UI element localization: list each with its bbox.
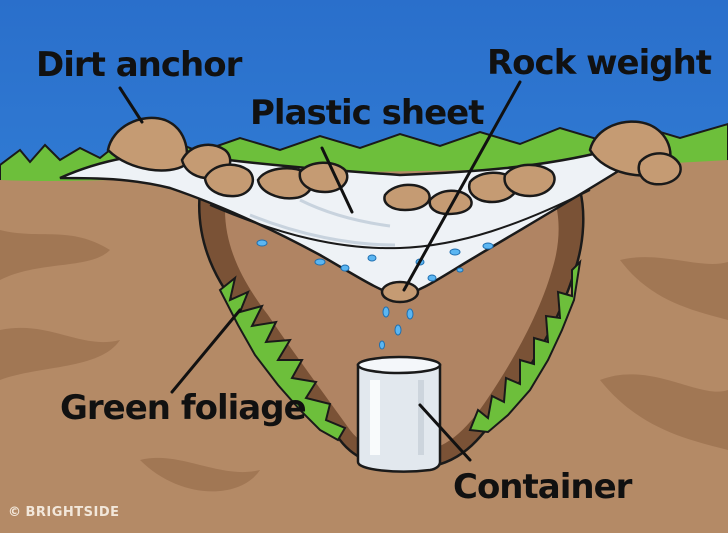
green-foliage-label: Green foliage <box>60 388 307 428</box>
leader-container <box>418 403 472 462</box>
leader-dirt-anchor <box>118 86 144 124</box>
foliage-right <box>468 259 582 434</box>
leader-plastic-sheet <box>320 146 354 214</box>
water-droplets <box>256 239 494 350</box>
pit-inner <box>225 205 559 453</box>
watermark-brand: BRIGHTSIDE <box>25 505 120 520</box>
dirt-anchor-label: Dirt anchor <box>36 45 242 85</box>
brightside-watermark: ©BRIGHTSIDE <box>8 505 120 520</box>
rock-weight <box>380 280 420 304</box>
sheet-rocks <box>383 183 473 216</box>
soil-texture <box>0 230 728 492</box>
plastic-sheet-shine <box>249 198 396 247</box>
plastic-sheet-label: Plastic sheet <box>250 93 484 133</box>
leader-green-foliage <box>170 308 242 394</box>
plastic-sheet-fold <box>209 189 591 250</box>
rock-weight-label: Rock weight <box>487 43 712 83</box>
leader-lines <box>118 80 522 462</box>
copyright-symbol: © <box>8 505 22 520</box>
leader-rock-weight <box>402 80 522 292</box>
container-label: Container <box>453 467 632 507</box>
container <box>356 355 442 473</box>
dirt-anchor-rocks <box>106 116 682 204</box>
